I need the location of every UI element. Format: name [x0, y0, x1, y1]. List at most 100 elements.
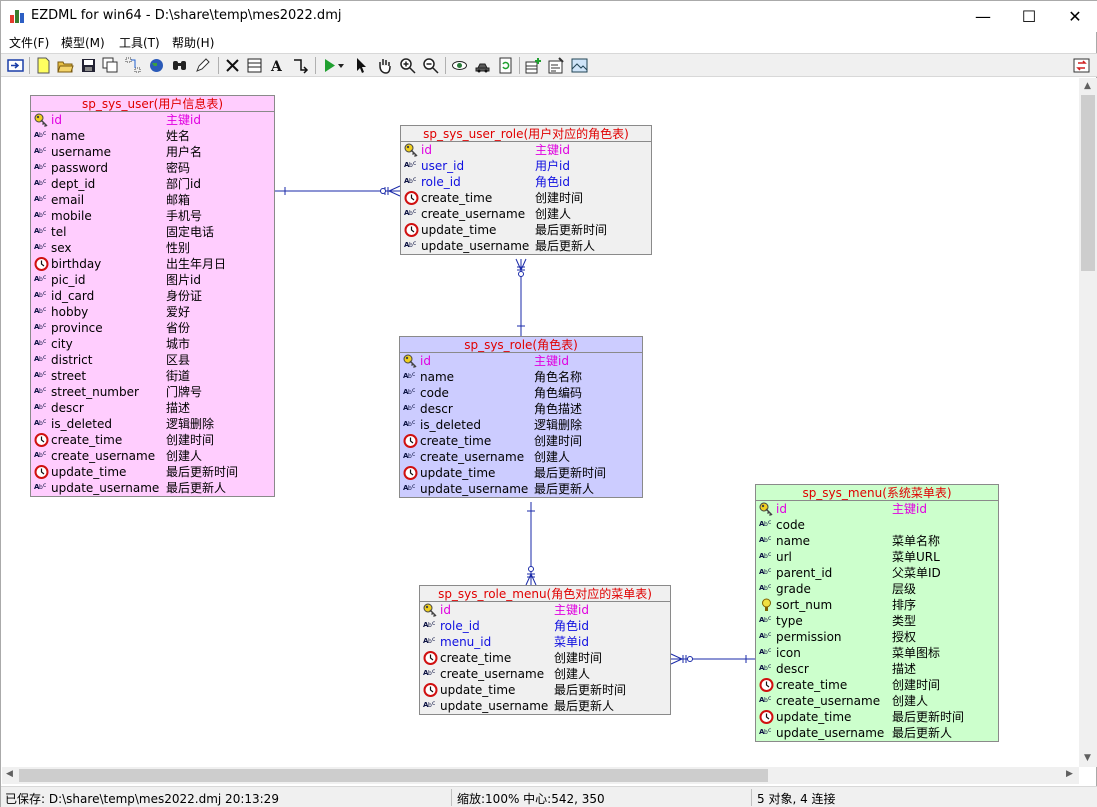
horizontal-scrollbar[interactable]: ◀ ▶: [2, 767, 1079, 784]
run-icon[interactable]: [321, 57, 338, 74]
open-file-icon[interactable]: [57, 57, 74, 74]
eye-icon[interactable]: [451, 57, 468, 74]
vertical-scrollbar[interactable]: ▲ ▼: [1079, 78, 1097, 767]
browser-icon[interactable]: [148, 57, 165, 74]
select-pointer-icon[interactable]: [353, 57, 370, 74]
link-icon[interactable]: [292, 57, 309, 74]
save-file-icon[interactable]: [80, 57, 97, 74]
zoom-out-icon[interactable]: [422, 57, 439, 74]
refresh-icon[interactable]: [497, 57, 514, 74]
scroll-down-icon[interactable]: ▼: [1084, 753, 1091, 763]
new-file-icon[interactable]: [35, 57, 52, 74]
menu-help[interactable]: 帮助(H): [172, 36, 215, 50]
scroll-right-icon[interactable]: ▶: [1066, 769, 1073, 779]
vertical-scroll-thumb[interactable]: [1081, 95, 1095, 271]
delete-icon[interactable]: [224, 57, 241, 74]
table-icon[interactable]: [246, 57, 263, 74]
show-panel-icon[interactable]: [7, 57, 24, 74]
zoom-in-icon[interactable]: [399, 57, 416, 74]
menu-file[interactable]: 文件(F): [9, 36, 50, 50]
find-icon[interactable]: [171, 57, 188, 74]
maximize-button[interactable]: ☐: [1021, 7, 1037, 26]
menu-tools[interactable]: 工具(T): [119, 36, 160, 50]
properties-icon[interactable]: [548, 57, 565, 74]
scroll-up-icon[interactable]: ▲: [1084, 81, 1091, 91]
image-icon[interactable]: [571, 57, 588, 74]
hand-icon[interactable]: [376, 57, 393, 74]
minimize-button[interactable]: —: [975, 7, 991, 26]
run-dropdown-icon[interactable]: [336, 57, 346, 74]
edit-icon[interactable]: [194, 57, 211, 74]
close-button[interactable]: ✕: [1068, 7, 1082, 26]
switch-view-icon[interactable]: [1073, 57, 1090, 74]
horizontal-scroll-thumb[interactable]: [19, 769, 768, 782]
diagram-icon[interactable]: [125, 57, 142, 74]
text-icon[interactable]: A: [269, 57, 286, 74]
car-icon[interactable]: [474, 57, 491, 74]
menu-model[interactable]: 模型(M): [61, 36, 105, 50]
